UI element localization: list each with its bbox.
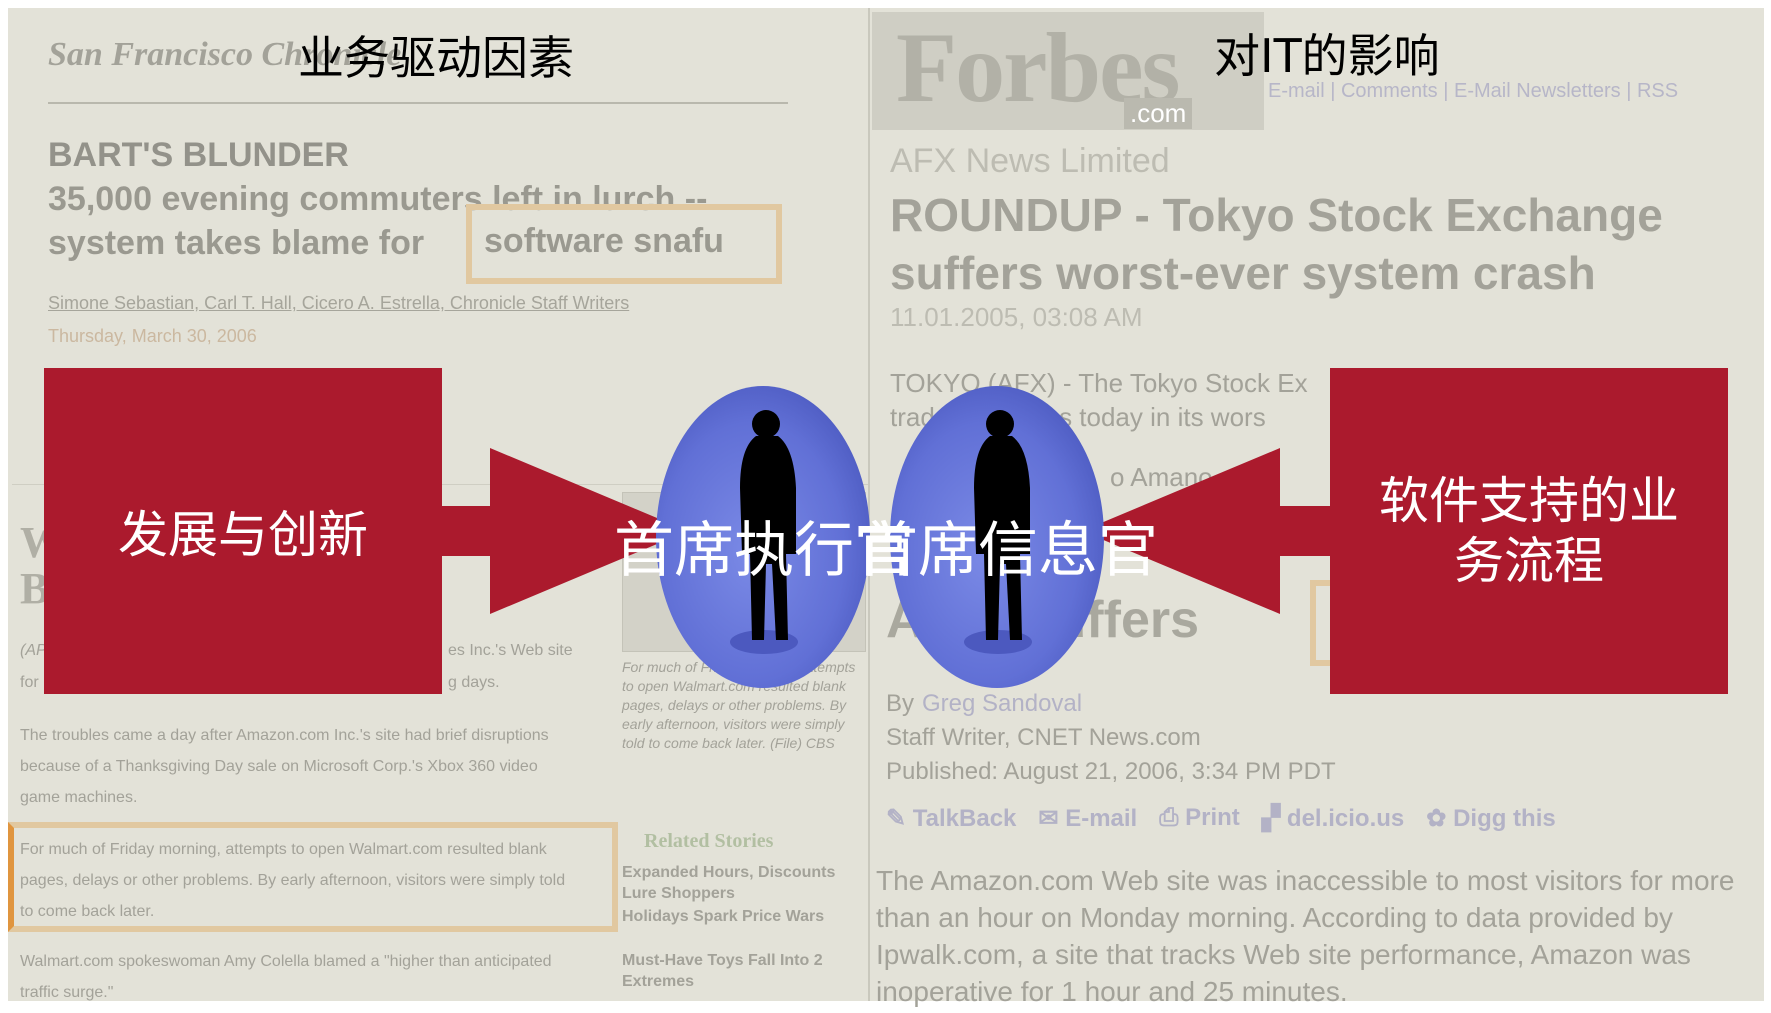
talkback-link[interactable]: ✎ TalkBack [886,804,1016,833]
left-arrow [438,448,688,614]
right-arrow [1082,448,1332,614]
byline-chronicle: Simone Sebastian, Carl T. Hall, Cicero A… [48,293,630,313]
digg-link[interactable]: ✿ Digg this [1426,804,1555,833]
walmart-intro-c: for [20,674,39,691]
highlight-box-snafu [466,204,782,284]
cnet-staff: Staff Writer, CNET News.com [886,724,1201,751]
person-silhouette-icon [964,410,1032,654]
cnet-body: The Amazon.com Web site was inaccessible… [876,865,1735,1007]
related-item-1[interactable]: Expanded Hours, Discounts Lure Shoppers [622,864,836,902]
print-link[interactable]: ⎙ Print [1159,804,1240,833]
subhead-line2: system takes blame for [48,224,425,262]
delicious-icon: ▞ [1261,805,1281,832]
date-chronicle: Thursday, March 30, 2006 [48,326,257,346]
box-software-processes: 软件支持的业 务流程 [1330,368,1728,694]
digg-icon: ✿ [1426,805,1447,832]
subhead-line1: 35,000 evening commuters left in lurch -… [48,180,708,218]
subhead-highlight: software snafu [484,222,724,260]
masthead-rule [48,102,788,104]
forbes-links[interactable]: E-mail | Comments | E-Mail Newsletters |… [1268,80,1679,102]
print-label: Print [1185,804,1240,831]
forbes-logo-sub: .com [1124,98,1193,129]
heading-business-drivers: 业务驱动因素 [298,31,574,85]
walmart-para3: Walmart.com spokeswoman Amy Colella blam… [20,953,552,1001]
talkback-icon: ✎ [886,805,907,832]
envelope-icon: ✉ [1038,805,1059,832]
box-software-processes-line1: 软件支持的业 [1379,472,1679,530]
headline-bart: BART'S BLUNDER [48,136,349,174]
talkback-label: TalkBack [912,805,1017,832]
delicious-label: del.icio.us [1286,805,1405,832]
walmart-para1: The troubles came a day after Amazon.com… [20,727,549,806]
forbes-headline: ROUNDUP - Tokyo Stock Exchange suffers w… [890,189,1663,299]
forbes-logo-box [872,12,1264,130]
email-link[interactable]: ✉ E-mail [1038,804,1137,833]
box-growth-innovation: 发展与创新 [44,368,442,694]
cnet-author[interactable]: Greg Sandoval [922,690,1083,717]
box-growth-innovation-label: 发展与创新 [118,506,368,564]
digg-label: Digg this [1453,805,1556,832]
printer-icon: ⎙ [1159,804,1179,831]
column-divider [868,8,870,1001]
heading-it-impact: 对IT的影响 [1214,29,1440,83]
walmart-intro-b: es Inc.'s Web site [448,642,573,659]
delicious-link[interactable]: ▞ del.icio.us [1262,804,1405,833]
related-title: Related Stories [644,830,774,852]
highlight-box-walmart [8,822,618,932]
person-silhouette-icon [730,410,798,654]
label-ceo: 首席执行官 [614,516,914,586]
cnet-actions: ✎ TalkBack ✉ E-mail ⎙ Print ▞ del.icio.u… [886,804,1556,833]
box-software-processes-line2: 务流程 [1454,532,1604,590]
walmart-para2: For much of Friday morning, attempts to … [20,841,566,920]
forbes-source: AFX News Limited [890,142,1170,180]
walmart-intro-d: g days. [448,674,500,691]
cnet-byline-prefix: By [886,690,915,717]
masthead-chronicle: San Francisco Chronicle [48,36,402,73]
label-cio: 首席信息官 [858,516,1158,586]
email-label: E-mail [1065,805,1138,832]
related-item-3[interactable]: Must-Have Toys Fall Into 2 Extremes [622,952,823,990]
related-item-2[interactable]: Holidays Spark Price Wars [622,908,825,925]
cnet-published: Published: August 21, 2006, 3:34 PM PDT [886,758,1336,785]
forbes-body-line1: TOKYO (AFX) - The Tokyo Stock Ex [890,368,1308,398]
forbes-date: 11.01.2005, 03:08 AM [890,302,1143,332]
